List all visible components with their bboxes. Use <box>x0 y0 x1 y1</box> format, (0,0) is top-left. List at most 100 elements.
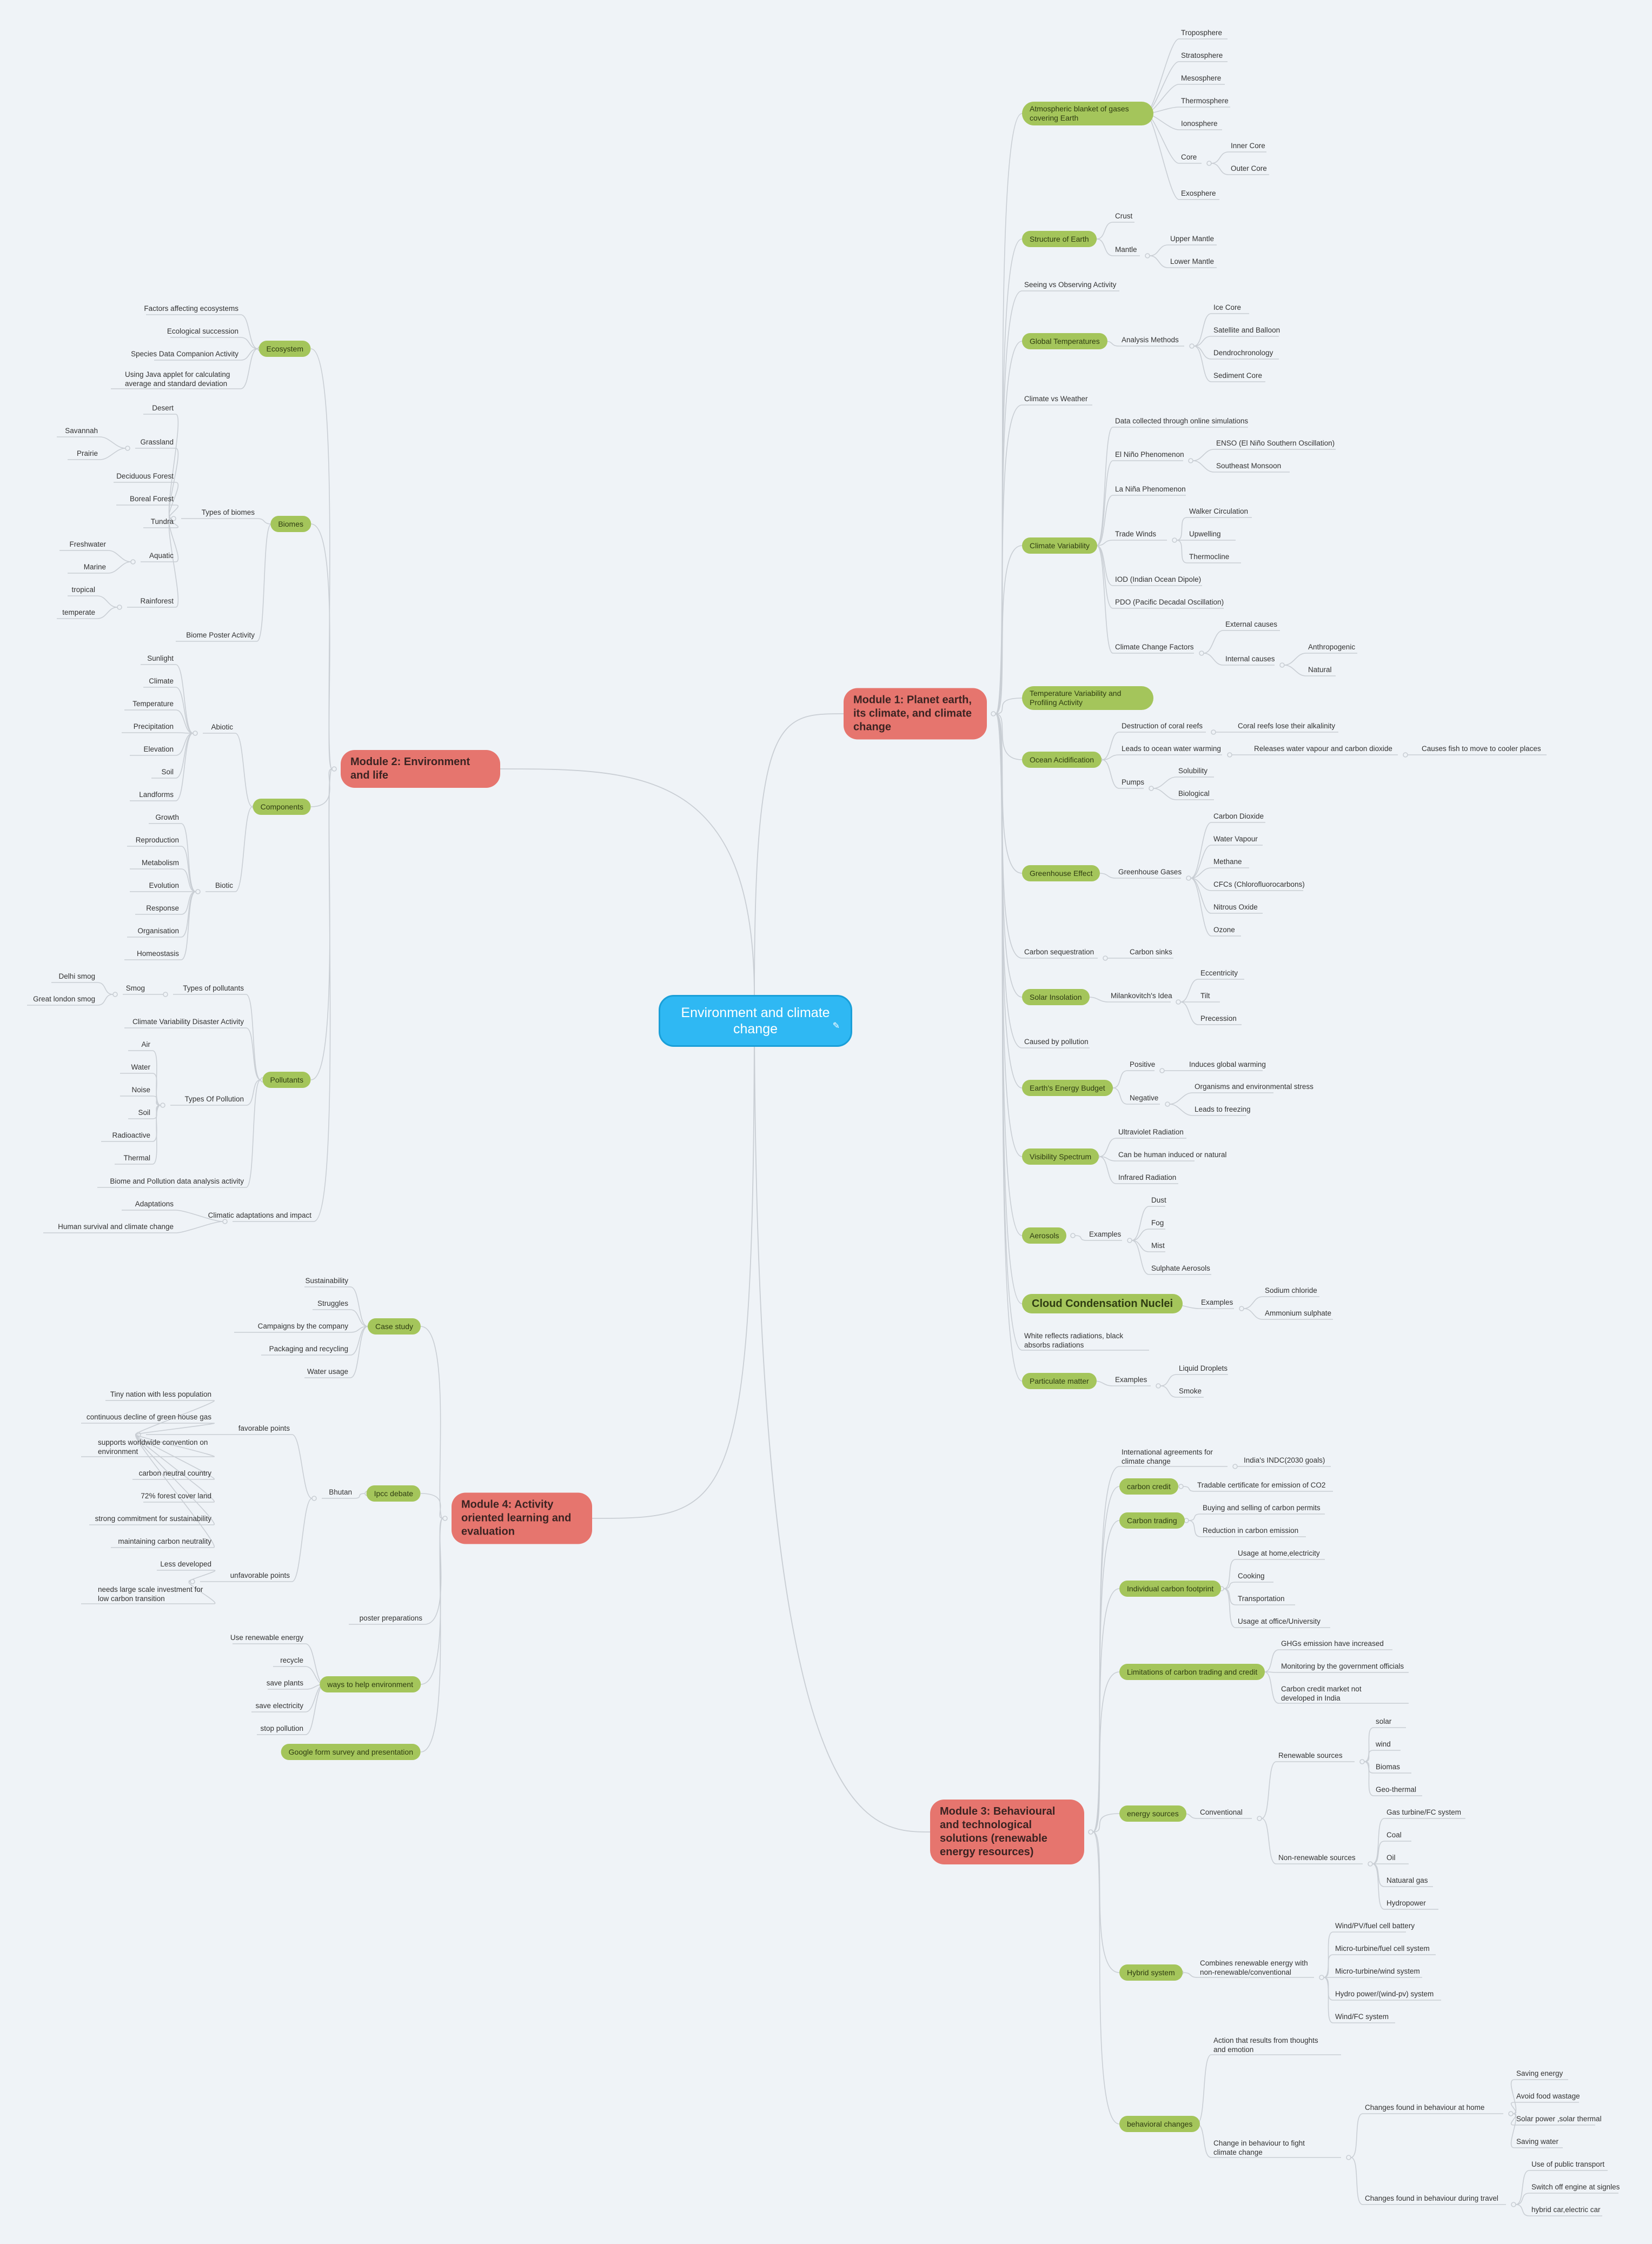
node-external-causes[interactable]: External causes <box>1225 620 1278 628</box>
node-fog[interactable]: Fog <box>1151 1219 1164 1227</box>
node-landforms[interactable]: Landforms <box>139 791 174 799</box>
node-temperature[interactable]: Temperature <box>132 700 174 708</box>
node-wind-pv-fuel-cell-battery[interactable]: Wind/PV/fuel cell battery <box>1335 1922 1415 1930</box>
node-prairie[interactable]: Prairie <box>76 449 98 457</box>
node-carbon-dioxide[interactable]: Carbon Dioxide <box>1213 812 1264 820</box>
node-carbon-sequestration[interactable]: Carbon sequestration <box>1024 948 1094 956</box>
node-upper-mantle[interactable]: Upper Mantle <box>1170 235 1215 243</box>
node-transportation[interactable]: Transportation <box>1238 1595 1285 1603</box>
collapse-handle[interactable] <box>1206 161 1212 166</box>
topic-earth-s-energy-budget[interactable]: Earth's Energy Budget <box>1022 1080 1113 1096</box>
topic-biomes[interactable]: Biomes <box>270 516 311 532</box>
node-soil[interactable]: Soil <box>161 768 174 776</box>
node-thermosphere[interactable]: Thermosphere <box>1181 97 1229 105</box>
node-ozone[interactable]: Ozone <box>1213 926 1235 934</box>
node-upwelling[interactable]: Upwelling <box>1189 530 1221 538</box>
node-international-agreements-for-climate-cha[interactable]: International agreements for climate cha… <box>1122 1448 1213 1465</box>
node-usage-at-home-electricity[interactable]: Usage at home,electricity <box>1238 1549 1320 1557</box>
node-biotic[interactable]: Biotic <box>215 881 233 889</box>
node-saving-water[interactable]: Saving water <box>1516 2137 1559 2146</box>
collapse-handle[interactable] <box>1211 729 1216 735</box>
node-saving-energy[interactable]: Saving energy <box>1516 2069 1563 2077</box>
node-action-that-results-from-thoughts-and-em[interactable]: Action that results from thoughts and em… <box>1213 2036 1318 2054</box>
collapse-handle[interactable] <box>1368 1861 1373 1867</box>
node-maintaining-carbon-neutrality[interactable]: maintaining carbon neutrality <box>118 1537 211 1545</box>
node-recycle[interactable]: recycle <box>280 1656 303 1664</box>
collapse-handle[interactable] <box>331 766 337 772</box>
collapse-handle[interactable] <box>1156 1383 1161 1389</box>
node-core[interactable]: Core <box>1181 153 1197 161</box>
collapse-handle[interactable] <box>1346 2155 1351 2160</box>
node-stratosphere[interactable]: Stratosphere <box>1181 51 1223 59</box>
collapse-handle[interactable] <box>1239 1306 1244 1311</box>
collapse-handle[interactable] <box>1178 1484 1184 1489</box>
node-examples[interactable]: Examples <box>1201 1298 1233 1306</box>
topic-carbon-credit[interactable]: carbon credit <box>1119 1478 1178 1495</box>
collapse-handle[interactable] <box>1257 1816 1262 1821</box>
collapse-handle[interactable] <box>1227 752 1232 758</box>
node-rainforest[interactable]: Rainforest <box>140 597 174 605</box>
node-negative[interactable]: Negative <box>1130 1094 1159 1102</box>
node-caused-by-pollution[interactable]: Caused by pollution <box>1024 1038 1089 1046</box>
node-natural[interactable]: Natural <box>1308 666 1332 674</box>
node-wind[interactable]: wind <box>1376 1740 1391 1748</box>
node-grassland[interactable]: Grassland <box>140 438 174 446</box>
topic-ways-to-help-environment[interactable]: ways to help environment <box>320 1676 421 1692</box>
node-examples[interactable]: Examples <box>1089 1230 1122 1238</box>
node-trade-winds[interactable]: Trade Winds <box>1115 530 1157 538</box>
node-tropical[interactable]: tropical <box>71 586 95 594</box>
node-internal-causes[interactable]: Internal causes <box>1225 655 1275 663</box>
topic-individual-carbon-footprint[interactable]: Individual carbon footprint <box>1119 1581 1222 1597</box>
node-can-be-human-induced-or-natural[interactable]: Can be human induced or natural <box>1118 1151 1227 1159</box>
node-walker-circulation[interactable]: Walker Circulation <box>1189 507 1249 515</box>
node-struggles[interactable]: Struggles <box>317 1299 348 1307</box>
node-elevation[interactable]: Elevation <box>143 745 174 753</box>
node-natuaral-gas[interactable]: Natuaral gas <box>1386 1876 1428 1884</box>
topic-google-form-survey-and-presentation[interactable]: Google form survey and presentation <box>281 1744 421 1760</box>
node-growth[interactable]: Growth <box>155 813 179 821</box>
node-carbon-neutral-country[interactable]: carbon neutral country <box>138 1469 211 1477</box>
node-radioactive[interactable]: Radioactive <box>112 1131 150 1139</box>
collapse-handle[interactable] <box>1184 1518 1189 1523</box>
node-ammonium-sulphate[interactable]: Ammonium sulphate <box>1265 1309 1332 1317</box>
node-dendrochronology[interactable]: Dendrochronology <box>1213 349 1273 357</box>
topic-ocean-acidification[interactable]: Ocean Acidification <box>1022 752 1102 768</box>
node-deciduous-forest[interactable]: Deciduous Forest <box>116 472 174 480</box>
node-tradable-certificate-for-emission-of-co2[interactable]: Tradable certificate for emission of CO2 <box>1197 1481 1326 1489</box>
node-human-survival-and-climate-change[interactable]: Human survival and climate change <box>58 1223 174 1231</box>
node-less-developed[interactable]: Less developed <box>160 1560 211 1568</box>
node-temperate[interactable]: temperate <box>62 608 95 616</box>
node-organisms-and-environmental-stress[interactable]: Organisms and environmental stress <box>1195 1083 1313 1091</box>
topic-temperature-variability-and-profiling-ac[interactable]: Temperature Variability and Profiling Ac… <box>1022 686 1153 710</box>
node-examples[interactable]: Examples <box>1115 1376 1147 1384</box>
node-milankovitch-s-idea[interactable]: Milankovitch's Idea <box>1111 992 1172 1000</box>
collapse-handle[interactable] <box>1172 537 1177 543</box>
node-thermal[interactable]: Thermal <box>123 1154 150 1162</box>
topic-visibility-spectrum[interactable]: Visibility Spectrum <box>1022 1148 1099 1165</box>
node-dust[interactable]: Dust <box>1151 1196 1166 1204</box>
collapse-handle[interactable] <box>1319 1975 1324 1980</box>
node-liquid-droplets[interactable]: Liquid Droplets <box>1179 1364 1228 1372</box>
node-tilt[interactable]: Tilt <box>1200 992 1210 1000</box>
node-favorable-points[interactable]: favorable points <box>238 1424 290 1432</box>
node-solar[interactable]: solar <box>1376 1717 1392 1725</box>
node-southeast-monsoon[interactable]: Southeast Monsoon <box>1216 462 1282 470</box>
node-biome-poster-activity[interactable]: Biome Poster Activity <box>186 631 255 639</box>
collapse-handle[interactable] <box>1103 955 1108 961</box>
topic-atmospheric-blanket-of-gases-covering-ea[interactable]: Atmospheric blanket of gases covering Ea… <box>1022 102 1153 125</box>
collapse-handle[interactable] <box>1188 458 1193 463</box>
node-carbon-sinks[interactable]: Carbon sinks <box>1130 948 1172 956</box>
node-data-collected-through-online-simulation[interactable]: Data collected through online simulation… <box>1115 417 1249 425</box>
node-seeing-vs-observing-activity[interactable]: Seeing vs Observing Activity <box>1024 281 1117 289</box>
collapse-handle[interactable] <box>163 992 168 997</box>
node-needs-large-scale-investment-for-low-car[interactable]: needs large scale investment for low car… <box>98 1585 203 1603</box>
node-types-of-pollutants[interactable]: Types of pollutants <box>183 984 244 992</box>
node-changes-found-in-behaviour-at-home[interactable]: Changes found in behaviour at home <box>1365 2103 1485 2112</box>
node-climate[interactable]: Climate <box>149 677 174 685</box>
node-buying-and-selling-of-carbon-permits[interactable]: Buying and selling of carbon permits <box>1203 1504 1321 1512</box>
node-stop-pollution[interactable]: stop pollution <box>260 1724 303 1732</box>
node-conventional[interactable]: Conventional <box>1200 1808 1243 1816</box>
node-marine[interactable]: Marine <box>83 563 106 571</box>
node-climatic-adaptations-and-impact[interactable]: Climatic adaptations and impact <box>208 1211 311 1219</box>
node-cooking[interactable]: Cooking <box>1238 1572 1265 1580</box>
